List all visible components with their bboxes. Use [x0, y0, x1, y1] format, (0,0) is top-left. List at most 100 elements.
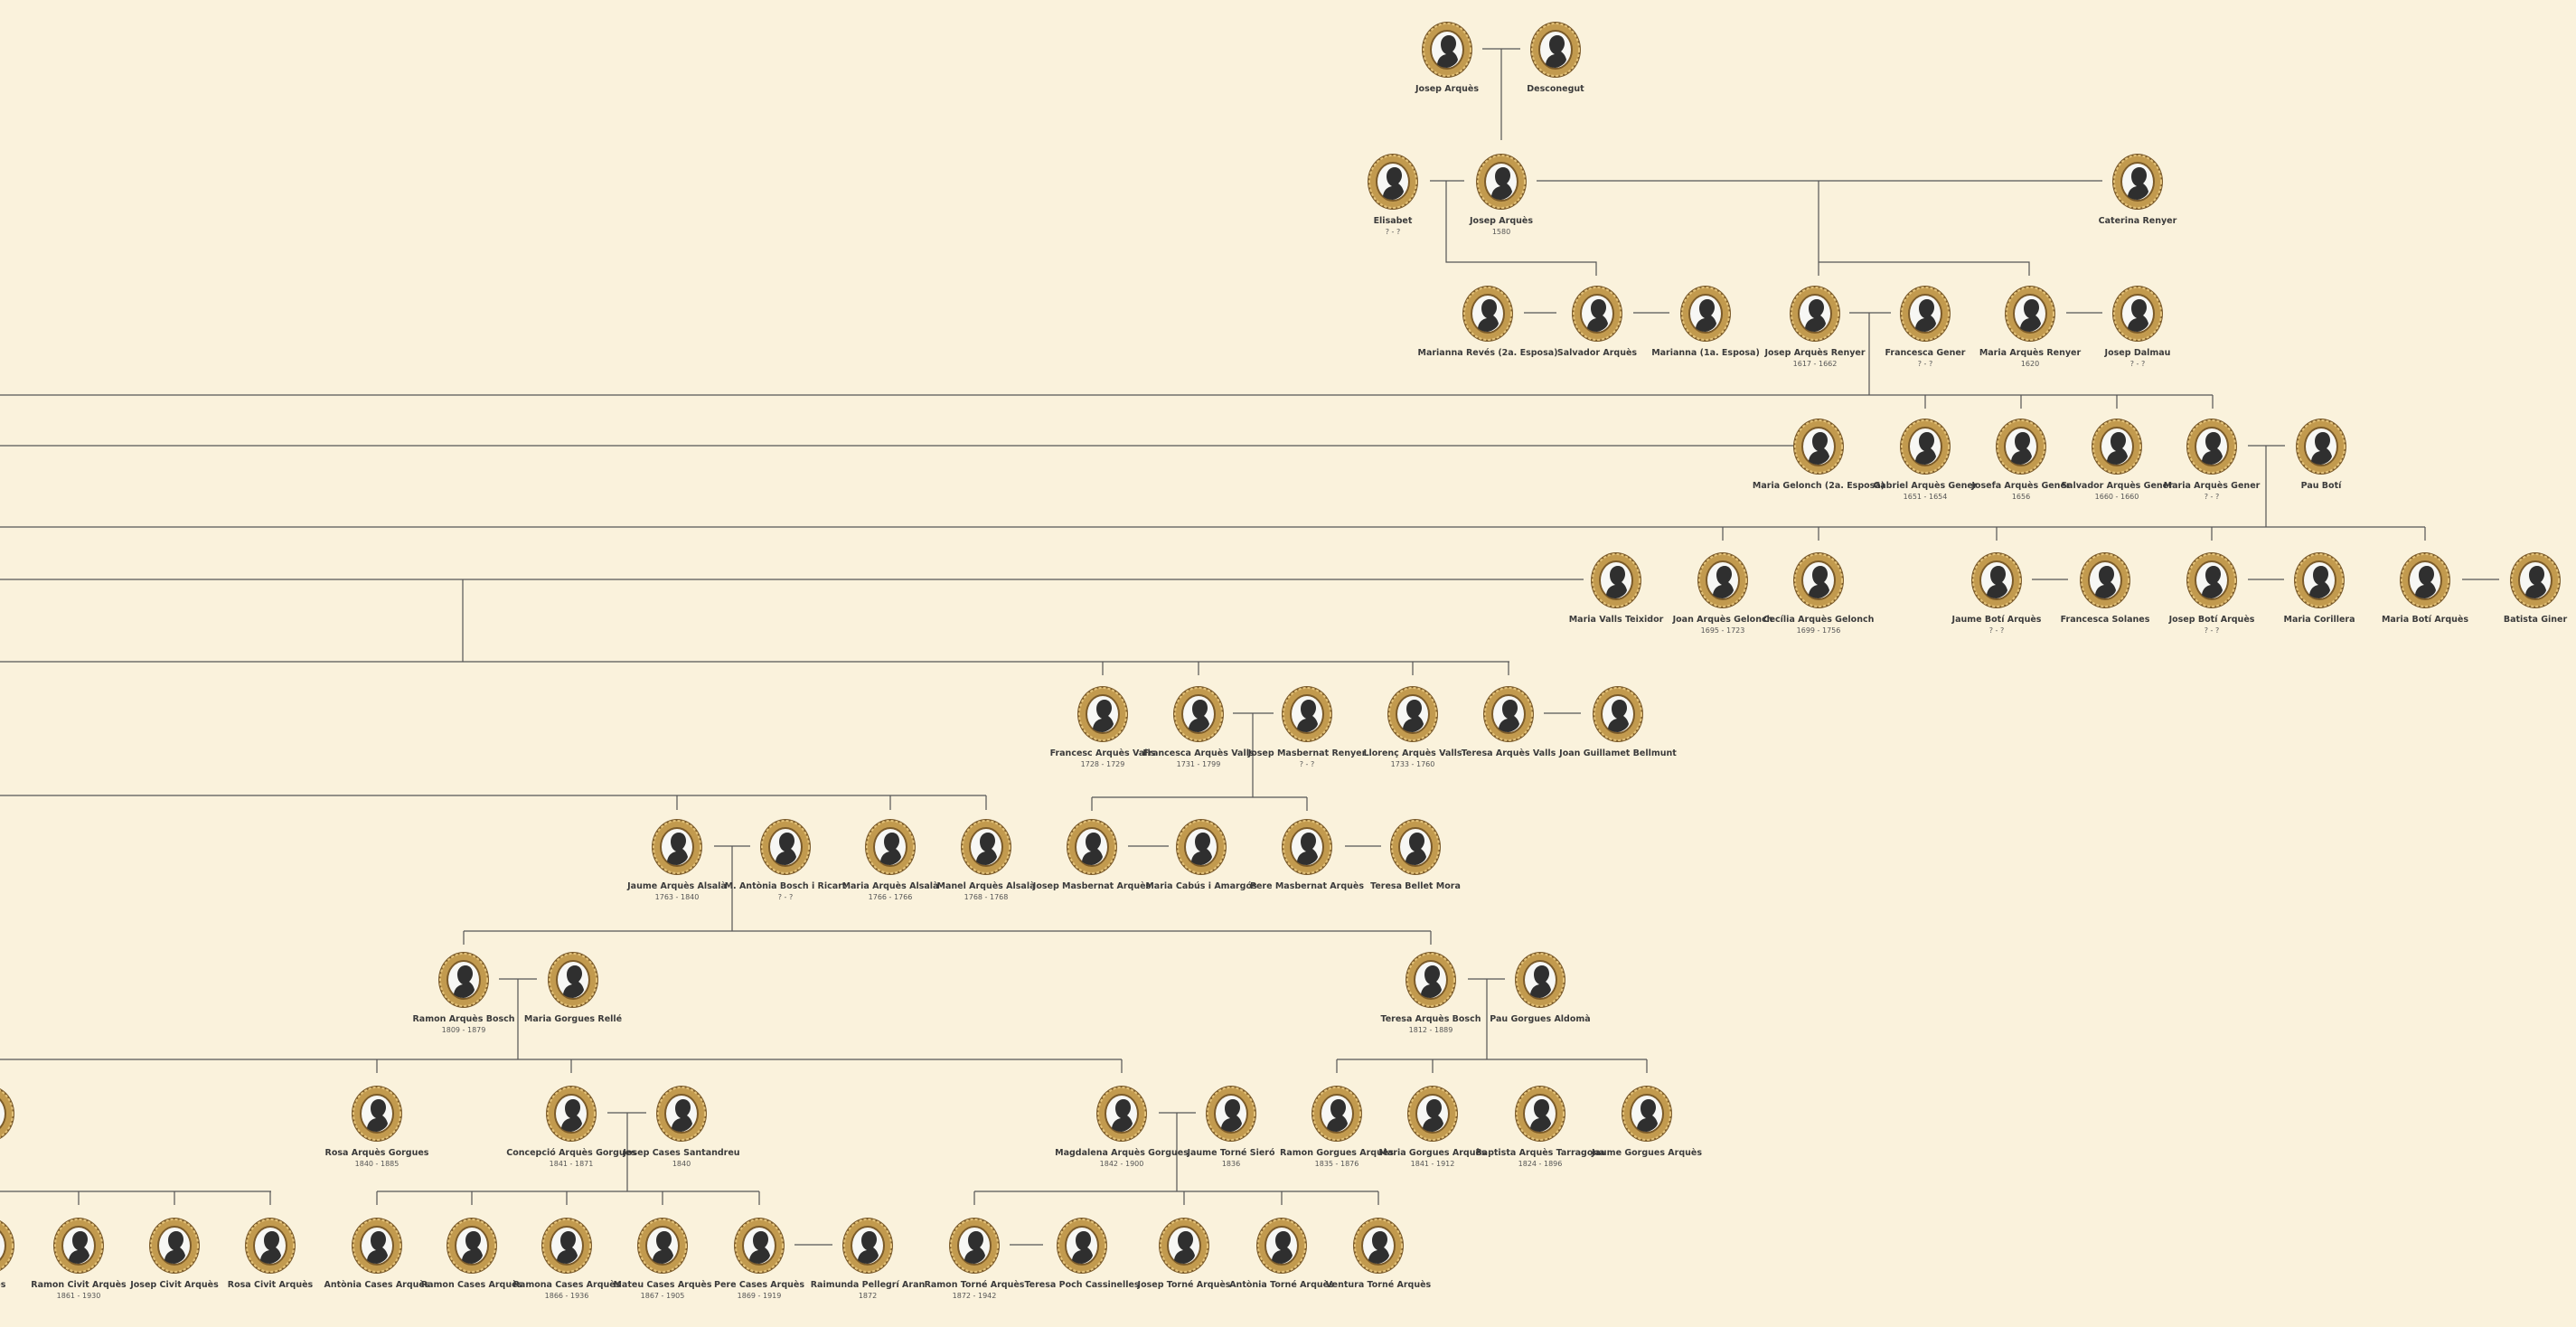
person-card[interactable]: Josep Masbernat Renyer? - ? [1226, 684, 1388, 769]
person-dates: 1840 - 1885 [354, 1160, 400, 1168]
person-card[interactable]: Ramon Cases Arquès [390, 1216, 553, 1291]
silhouette-portrait-icon [1790, 286, 1840, 342]
person-card[interactable]: Desconegut [1474, 20, 1637, 95]
person-card[interactable]: Josep Botí Arquès? - ? [2130, 551, 2293, 635]
silhouette-portrait-icon [1256, 1218, 1307, 1274]
silhouette-portrait-icon [1476, 154, 1527, 210]
silhouette-portrait-icon [2296, 419, 2346, 475]
silhouette-portrait-icon [865, 819, 916, 875]
person-name: Marianna Revés (2a. Esposa) [1417, 348, 1558, 358]
person-card[interactable]: Maria Gorgues Rellé [492, 950, 654, 1025]
person-card[interactable]: Jaume Gorgues Arquès [1565, 1084, 1728, 1159]
person-card[interactable]: Teresa Poch Cassinelles [1001, 1216, 1163, 1291]
silhouette-portrait-icon [0, 1220, 14, 1271]
silhouette-portrait-icon [548, 952, 598, 1008]
silhouette-portrait-icon [53, 1218, 104, 1274]
person-card[interactable]: Antònia Cases Arquès [296, 1216, 458, 1291]
person-card[interactable]: Pau Gorgues Aldomà [1459, 950, 1622, 1025]
person-card[interactable]: Pau Botí [2240, 417, 2402, 492]
person-card[interactable]: M. Antònia Bosch i Ricart? - ? [704, 817, 867, 902]
person-name: Elisabet [1373, 216, 1413, 226]
person-name: Maria Cabús i Amargós [1145, 881, 1257, 891]
silhouette-portrait-icon [1173, 686, 1224, 742]
person-card[interactable]: Josep Torné Arquès [1103, 1216, 1265, 1291]
person-card[interactable]: Maria Corillera [2238, 551, 2401, 626]
person-name: Teresa Poch Cassinelles [1024, 1280, 1140, 1290]
person-card[interactable]: ado [0, 1084, 71, 1159]
person-card[interactable]: Marianna Revés (2a. Esposa) [1406, 284, 1569, 359]
person-name: Salvador Arquès Gener [2061, 481, 2173, 491]
person-card[interactable]: Caterina Renyer [2056, 152, 2219, 227]
person-name: Manel Arquès Alsalà [936, 881, 1036, 891]
person-card[interactable]: Salvador Arquès [1516, 284, 1678, 359]
person-card[interactable]: Maria Botí Arquès [2344, 551, 2506, 626]
person-card[interactable]: Francesca Gener? - ? [1844, 284, 2007, 369]
person-name: Francesca Gener [1885, 348, 1966, 358]
person-card[interactable]: Josep Civit Arquès [93, 1216, 256, 1291]
person-name: Ramon Arquès Bosch [412, 1014, 515, 1024]
person-card[interactable]: Josep Arquès [1366, 20, 1528, 95]
person-card[interactable]: Josep Dalmau? - ? [2056, 284, 2219, 369]
person-card[interactable]: Teresa Bellet Mora [1334, 817, 1497, 892]
person-name: Josep Masbernat Renyer [1247, 748, 1367, 758]
person-name: Concepció Arquès Gorgues [506, 1148, 636, 1158]
person-name: Teresa Arquès Valls [1461, 748, 1556, 758]
person-card[interactable]: Marianna (1a. Esposa) [1624, 284, 1787, 359]
person-card[interactable]: Josep Masbernat Arquès [1011, 817, 1173, 892]
person-card[interactable]: Antònia Torné Arquès [1200, 1216, 1363, 1291]
person-dates: 1766 - 1766 [868, 893, 913, 901]
silhouette-portrait-icon [1530, 22, 1581, 78]
person-card[interactable]: Pere Masbernat Arquès [1226, 817, 1388, 892]
person-card[interactable]: Maria Valls Teixidor [1535, 551, 1697, 626]
person-card[interactable]: Batista Giner [2454, 551, 2576, 626]
silhouette-portrait-icon [1387, 686, 1438, 742]
person-card[interactable]: Jaume Botí Arquès? - ? [1915, 551, 2078, 635]
person-name: Gabriel Arquès Gener [1873, 481, 1978, 491]
person-card[interactable]: Joan Guillamet Bellmunt [1537, 684, 1699, 759]
person-name: Ramona Cases Arquès [512, 1280, 621, 1290]
person-card[interactable]: Maria Cabús i Amargós [1120, 817, 1283, 892]
person-dates: ? - ? [2204, 493, 2220, 501]
person-card[interactable]: Ventura Torné Arquès [1297, 1216, 1460, 1291]
person-card[interactable]: Maria Gelonch (2a. Esposa) [1737, 417, 1900, 492]
person-card[interactable]: arquès [0, 1216, 71, 1291]
person-card[interactable]: Maria Arquès Gener? - ? [2130, 417, 2293, 502]
silhouette-portrait-icon [1793, 419, 1844, 475]
person-card[interactable]: Elisabet? - ? [1312, 152, 1474, 237]
person-name: ado [0, 1148, 71, 1159]
person-card[interactable]: Francesca Solanes [2024, 551, 2186, 626]
person-card[interactable]: Rosa Civit Arquès [189, 1216, 352, 1291]
person-name: Maria Corillera [2283, 615, 2355, 625]
person-card[interactable]: Teresa Arquès Valls [1427, 684, 1590, 759]
